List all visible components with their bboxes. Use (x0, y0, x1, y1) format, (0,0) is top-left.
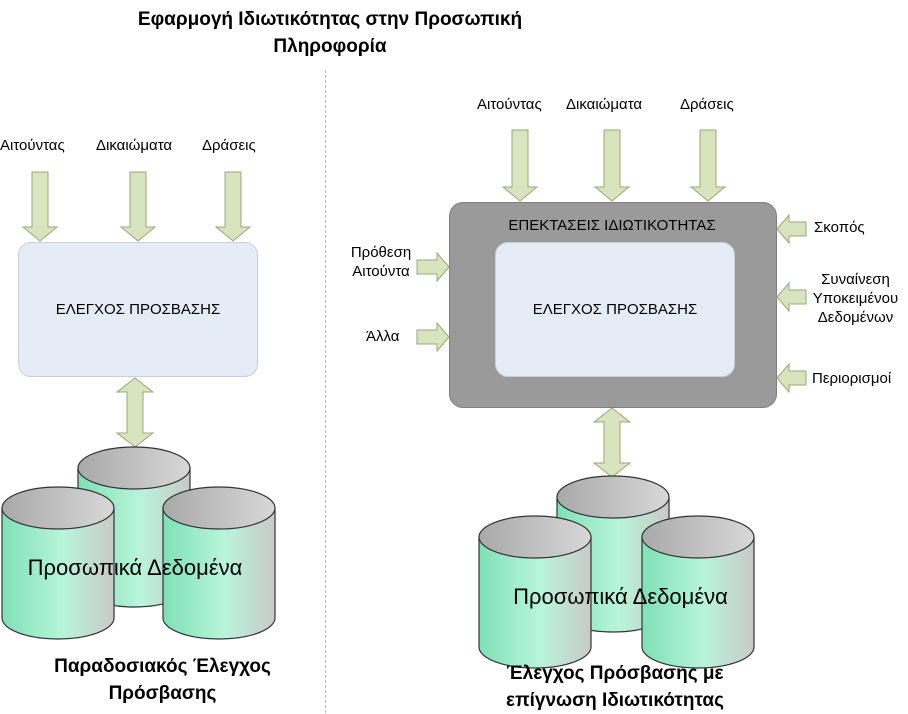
left-db-back-top (77, 446, 191, 490)
right-db-front-left-top (478, 515, 592, 559)
right-caption-line-1: Έλεγχος Πρόσβασης με (506, 663, 724, 684)
title-line-2: Πληροφορία (273, 36, 387, 57)
left-db-front-left (1, 486, 115, 640)
right-input-rights: Δικαιώματα (566, 96, 643, 113)
left-db-front-right (162, 486, 276, 640)
consent-line-3: Δεδομένων (817, 309, 894, 326)
right-actions-arrow (689, 129, 727, 202)
consent-line-1: Συναίνεση (821, 271, 890, 288)
right-input-actions: Δράσεις (680, 96, 734, 113)
left-personal-data-label: Προσωπικά Δεδομένα (27, 555, 243, 580)
database-cylinders (1, 446, 755, 669)
right-caption-line-2: επίγνωση Ιδιωτικότητας (506, 690, 724, 711)
left-db-front-left-body (1, 507, 115, 640)
right-db-front-left-body (478, 536, 592, 669)
right-db-link-arrow (592, 407, 632, 478)
left-input-rights: Δικαιώματα (96, 137, 173, 154)
consent-arrow (776, 281, 807, 313)
right-access-control-box: ΕΛΕΓΧΟΣ ΠΡΟΣΒΑΣΗΣ (495, 242, 735, 377)
constraints-arrow (776, 362, 807, 394)
right-input-requester: Αιτούντας (477, 96, 542, 113)
other-arrow (416, 321, 450, 353)
left-db-front-right-top (162, 486, 276, 530)
consent-line-2: Υποκειμένου (812, 290, 899, 307)
purpose-arrow (776, 213, 807, 245)
right-rights-arrow (593, 129, 631, 202)
requester-intent-line-2: Αιτούντα (352, 263, 410, 280)
left-db-front-left-top (1, 486, 115, 530)
privacy-extensions-label: ΕΠΕΚΤΑΣΕΙΣ ΙΔΙΩΤΙΚΟΤΗΤΑΣ (508, 217, 716, 234)
left-access-control-label: ΕΛΕΓΧΟΣ ΠΡΟΣΒΑΣΗΣ (55, 301, 221, 318)
right-personal-data-label: Προσωπικά Δεδομένα (513, 584, 728, 609)
left-input-actions: Δράσεις (202, 137, 256, 154)
right-db-back-top (556, 475, 670, 519)
other-label: Άλλα (366, 328, 400, 345)
right-db-front-right-body (641, 536, 755, 669)
requester-intent-line-1: Πρόθεση (350, 244, 412, 261)
title-line-1: Εφαρμογή Ιδιωτικότητας στην Προσωπική (137, 9, 523, 30)
right-db-front-right (641, 515, 755, 669)
data-subject-consent-label: Συναίνεση Υποκειμένου Δεδομένων (803, 270, 908, 327)
section-divider (325, 70, 326, 713)
left-actions-arrow (214, 171, 252, 242)
right-requester-arrow (501, 129, 539, 202)
right-db-front-right-top (641, 515, 755, 559)
left-caption-line-1: Παραδοσιακός Έλεγχος (54, 656, 271, 677)
requester-intent-arrow (416, 251, 450, 283)
constraints-label: Περιορισμοί (812, 370, 892, 387)
requester-intent-label: Πρόθεση Αιτούντα (346, 243, 416, 281)
right-db-front-left (478, 515, 592, 669)
left-input-requester: Αιτούντας (0, 137, 65, 154)
left-caption: Παραδοσιακός Έλεγχος Πρόσβασης (0, 653, 325, 707)
left-requester-arrow (21, 171, 59, 242)
right-access-control-label: ΕΛΕΓΧΟΣ ΠΡΟΣΒΑΣΗΣ (532, 301, 698, 318)
left-db-front-right-body (162, 507, 276, 640)
left-rights-arrow (119, 171, 157, 242)
right-caption: Έλεγχος Πρόσβασης με επίγνωση Ιδιωτικότη… (450, 660, 780, 714)
left-db-link-arrow (115, 377, 155, 448)
input-arrows (21, 129, 807, 478)
left-access-control-box: ΕΛΕΓΧΟΣ ΠΡΟΣΒΑΣΗΣ (18, 242, 258, 377)
left-caption-line-2: Πρόσβασης (108, 683, 217, 704)
purpose-label: Σκοπός (814, 219, 865, 236)
page-title: Εφαρμογή Ιδιωτικότητας στην Προσωπική Πλ… (60, 6, 600, 60)
